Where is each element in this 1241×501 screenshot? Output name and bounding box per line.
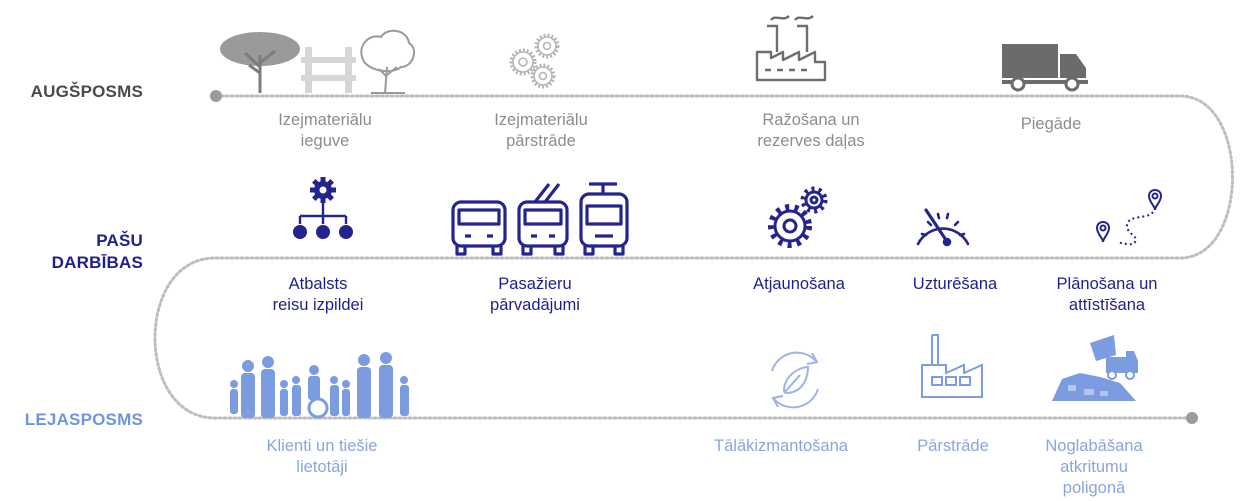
flow-end-dot: [1186, 412, 1198, 424]
upstream-caption-2-line1: Izejmateriālu: [494, 111, 588, 129]
upstream-caption-3: Ražošana un rezerves daļas: [757, 110, 864, 152]
downstream-caption-2: Tālākizmantošana: [714, 436, 848, 457]
upstream-caption-3-line2: rezerves daļas: [757, 132, 865, 150]
trees-fence-icon: [220, 29, 415, 94]
truck-icon: [1002, 44, 1088, 92]
own-caption-3: Atjaunošana: [753, 274, 845, 295]
landfill-truck-icon: [1052, 335, 1138, 401]
downstream-caption-4: Noglabāšana atkritumu poligonā: [1045, 436, 1142, 499]
factory-icon: [755, 15, 827, 82]
flow-path-line: [153, 94, 1234, 420]
own-caption-3-line1: Atjaunošana: [753, 275, 845, 293]
own-caption-5-line1: Plānošana un: [1056, 275, 1158, 293]
row-label-upstream: AUGŠPOSMS: [31, 81, 143, 103]
upstream-caption-2-line2: pārstrāde: [506, 132, 576, 150]
upstream-caption-4-line1: Piegāde: [1020, 115, 1082, 133]
bus-trolleybus-tram-icon: [451, 182, 629, 256]
row-label-upstream-text: AUGŠPOSMS: [30, 82, 143, 101]
own-caption-2: Pasažieru pārvadājumi: [490, 274, 580, 316]
own-caption-1-line2: reisu izpildei: [272, 296, 364, 314]
upstream-caption-1: Izejmateriālu ieguve: [278, 110, 372, 152]
upstream-caption-1-line2: ieguve: [300, 132, 350, 150]
org-gear-icon: [293, 177, 353, 239]
gears-icon: [509, 33, 560, 89]
gauge-icon: [916, 208, 970, 247]
recycling-plant-icon: [921, 334, 983, 398]
cogs-icon: [768, 186, 828, 248]
flow-start-dot: [210, 90, 222, 102]
own-caption-2-line2: pārvadājumi: [490, 296, 580, 314]
downstream-caption-2-line1: Tālākizmantošana: [714, 437, 848, 455]
downstream-caption-4-line3: poligonā: [1062, 479, 1126, 497]
own-caption-1: Atbalsts reisu izpildei: [273, 274, 364, 316]
own-caption-1-line1: Atbalsts: [288, 275, 348, 293]
upstream-caption-4: Piegāde: [1021, 114, 1082, 135]
downstream-caption-1-line2: lietotāji: [296, 458, 348, 476]
recycle-leaf-icon: [771, 351, 819, 409]
own-caption-4-line1: Uzturēšana: [912, 275, 998, 293]
route-pins-icon: [1095, 189, 1163, 246]
row-label-downstream-text: LEJASPOSMS: [24, 410, 143, 429]
downstream-caption-3: Pārstrāde: [917, 436, 989, 457]
row-label-own: PAŠU DARBĪBAS: [52, 230, 143, 274]
upstream-caption-3-line1: Ražošana un: [762, 111, 860, 129]
downstream-caption-1: Klienti un tiešie lietotāji: [267, 436, 378, 478]
row-label-downstream: LEJASPOSMS: [25, 409, 143, 431]
downstream-caption-3-line1: Pārstrāde: [917, 437, 989, 455]
own-caption-2-line1: Pasažieru: [498, 275, 572, 293]
own-caption-5: Plānošana un attīstīšana: [1057, 274, 1158, 316]
own-caption-4: Uzturēšana: [913, 274, 997, 295]
row-label-own-line2: DARBĪBAS: [51, 253, 143, 272]
downstream-caption-4-line2: atkritumu: [1060, 458, 1128, 476]
downstream-caption-1-line1: Klienti un tiešie: [266, 437, 378, 455]
row-label-own-line1: PAŠU: [96, 231, 143, 250]
downstream-caption-4-line1: Noglabāšana: [1045, 437, 1143, 455]
people-icon: [230, 352, 409, 419]
upstream-caption-2: Izejmateriālu pārstrāde: [494, 110, 588, 152]
upstream-caption-1-line1: Izejmateriālu: [278, 111, 372, 129]
own-caption-5-line2: attīstīšana: [1068, 296, 1146, 314]
